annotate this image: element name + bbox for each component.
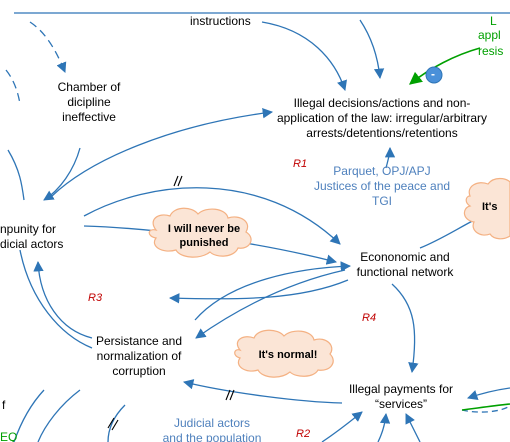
delay-mark-1a [173,175,179,187]
actor-parquet: Parquet, OPJ/APJ Justices of the peace a… [313,164,451,208]
link-bottom-left-1 [13,389,45,442]
loop-r2: R2 [296,428,311,440]
node-left-eq: EQ [0,430,18,442]
cloud-normal [234,329,334,378]
cloud-normal-text: It's normal! [258,349,318,361]
link-bottom-payments-3 [405,413,421,442]
link-network-cloud [419,217,479,249]
delay-mark-1b [177,175,183,187]
loop-r3: R3 [88,292,103,304]
link-impunity-decisions [51,108,274,197]
node-illegal-decisions: Illegal decisions/actions and non- appli… [276,96,488,140]
link-network-persistance [195,269,346,339]
link-instructions-decisions-1 [261,21,347,91]
node-left-f: f [2,398,6,412]
link-right-payments [467,387,510,400]
link-network-payments [391,283,419,374]
cloud-never-punished [148,207,252,258]
cloud-its-text: It's [482,201,498,213]
link-right-dashed [461,405,510,413]
link-chamber-impunity [43,147,81,201]
delay-mark-2a [225,389,231,401]
link-left-edge-impunity [7,149,25,201]
node-chamber: Chamber of dicipline ineffective [57,80,121,124]
node-top-right-partial-1: appl [478,28,501,42]
node-persistance: Persistance and normalization of corrupt… [95,334,183,378]
minus-circle [425,66,443,84]
link-bottom-payments-2 [377,412,391,442]
link-impunity-down [19,249,93,349]
link-bottom-left-2 [37,389,81,442]
cloud-its [463,177,510,240]
link-network-persistance-top [168,279,349,304]
link-green-right [461,403,510,411]
cloud-never-punished-text: I will never be punished [167,223,241,249]
node-instructions: instructions [190,14,251,28]
link-dashed-left-edge [5,69,21,105]
minus-sign: - [431,67,435,81]
link-green-to-decisions [409,47,481,85]
link-bottom-payments-1 [321,411,363,442]
node-economic-network: Econonomic and functional network [356,250,454,279]
node-top-right-partial-2: resis [478,44,504,58]
node-top-right-partial-0: L [490,14,497,28]
link-payments-persistance [182,379,343,404]
loop-r1: R1 [293,158,308,170]
node-illegal-payments: Illegal payments for “services” [348,382,454,411]
node-impunity: npunity for dicial actors [0,222,64,251]
delay-mark-2b [229,389,235,401]
actor-judicial-pop: Judicial actors and the population [162,416,262,442]
link-bottom-mid [107,404,126,442]
link-dashed-to-chamber [29,21,67,73]
link-parquet-decisions [384,146,396,169]
delay-mark-3a [107,417,115,429]
link-persistance-network [194,261,352,321]
link-instructions-decisions-2 [359,19,385,80]
delay-mark-3b [111,419,119,431]
link-persistance-impunity [33,260,93,339]
loop-r4: R4 [362,312,377,324]
link-impunity-network-top [83,187,341,245]
